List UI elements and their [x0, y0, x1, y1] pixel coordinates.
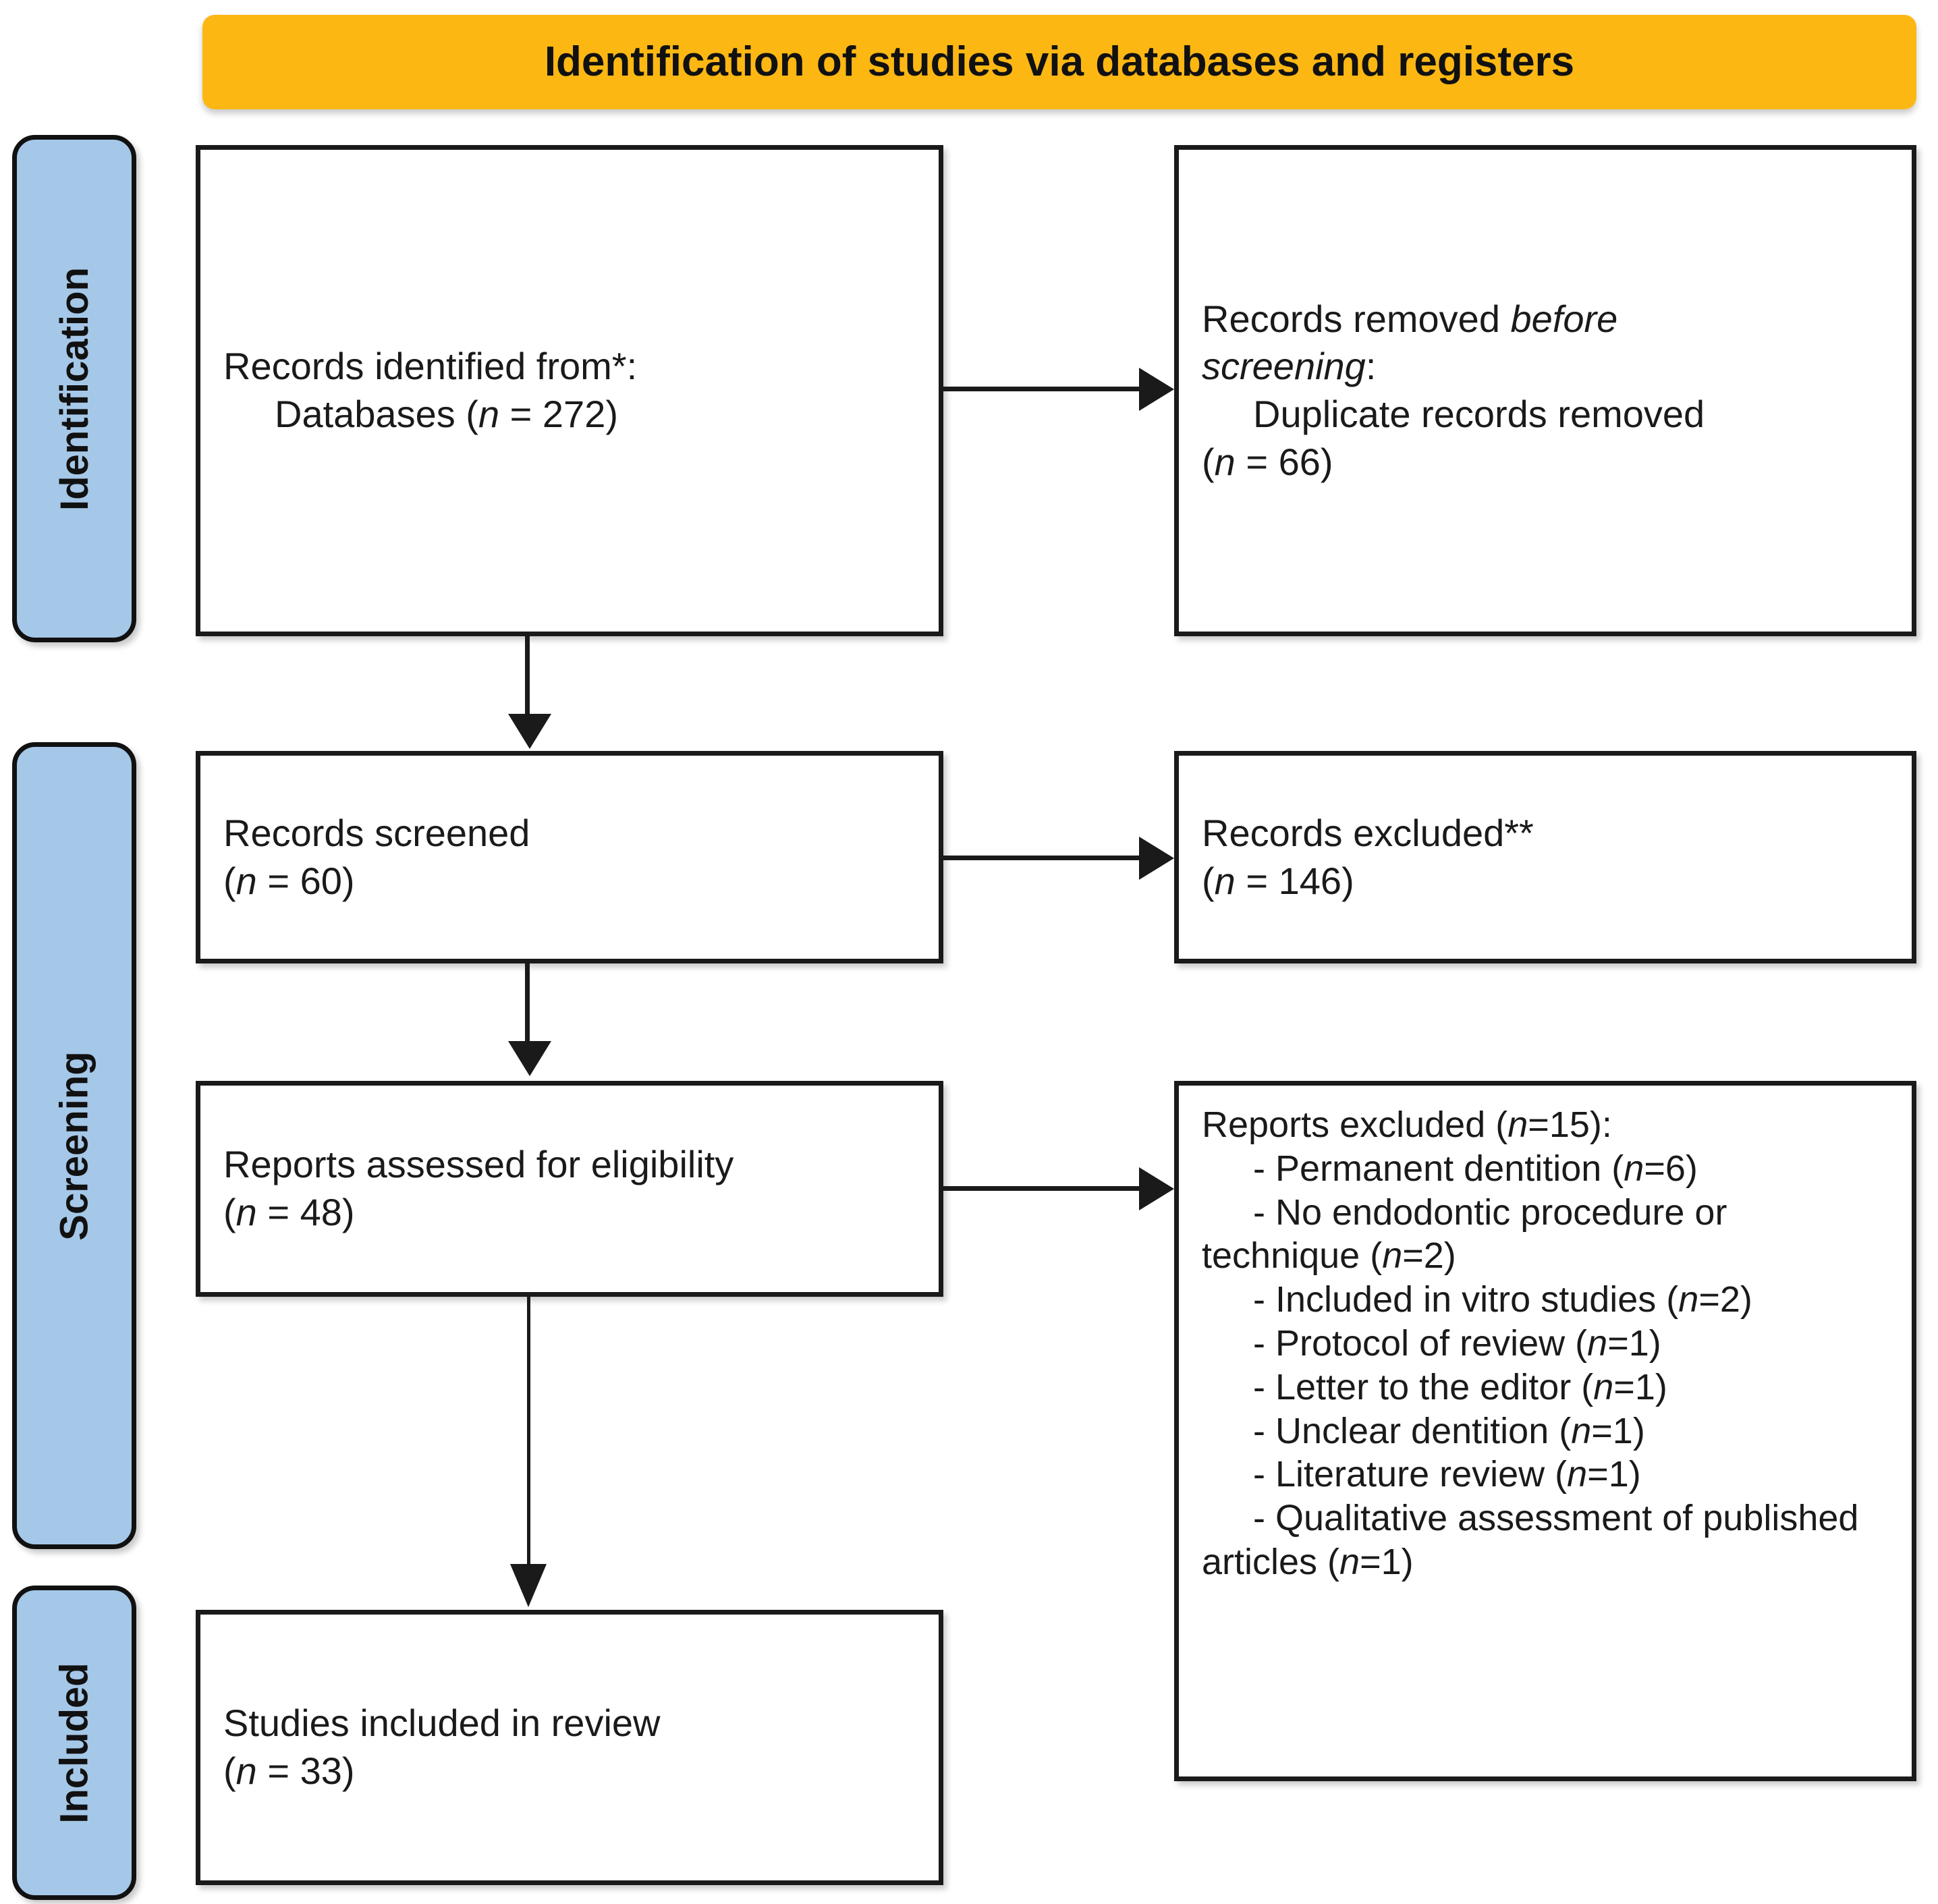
node-records-removed: Records removed before screening: Duplic… — [1174, 145, 1916, 636]
arrowhead-down-icon — [508, 1041, 551, 1076]
node-reports-assessed-eligibility-text: Reports assessed for eligibility (n = 48… — [200, 1141, 939, 1236]
reports-excluded-item-text: - Letter to the editor ( — [1253, 1366, 1594, 1407]
reports-excluded-item-italic: n — [1587, 1322, 1608, 1364]
reports-excluded-item-italic: n — [1567, 1454, 1588, 1495]
reports-excluded-item: - Permanent dentition (n=6) — [1202, 1147, 1889, 1191]
stage-tab-included: Included — [12, 1586, 136, 1900]
records-removed-line1-italic: before — [1510, 297, 1618, 340]
records-removed-line4-prefix: ( — [1202, 440, 1215, 483]
connector-eligibility-to-included — [527, 1297, 530, 1567]
records-excluded-line2-italic: n — [1214, 859, 1236, 902]
records-identified-line2-italic: n — [478, 393, 500, 435]
reports-excluded-item-italic: n — [1571, 1410, 1592, 1451]
records-removed-line2-suffix: : — [1365, 345, 1377, 388]
eligibility-line2-prefix: ( — [223, 1191, 236, 1233]
reports-excluded-item: - Included in vitro studies (n=2) — [1202, 1278, 1889, 1322]
reports-excluded-item-suffix: =6) — [1644, 1148, 1698, 1189]
studies-included-line2-italic: n — [236, 1749, 257, 1792]
reports-excluded-item-italic: n — [1624, 1148, 1644, 1189]
reports-excluded-item-text: - Protocol of review ( — [1253, 1322, 1588, 1364]
reports-excluded-item: - Unclear dentition (n=1) — [1202, 1409, 1889, 1453]
reports-excluded-item-suffix: =1) — [1607, 1322, 1661, 1364]
node-reports-assessed-eligibility: Reports assessed for eligibility (n = 48… — [196, 1081, 943, 1297]
records-removed-line2-italic: screening — [1202, 345, 1366, 388]
reports-excluded-item: - Protocol of review (n=1) — [1202, 1322, 1889, 1366]
node-records-excluded: Records excluded** (n = 146) — [1174, 751, 1916, 963]
connector-screened-to-eligibility — [525, 963, 530, 1043]
node-reports-excluded-text: Reports excluded (n=15): - Permanent den… — [1179, 1086, 1912, 1584]
records-removed-line1-prefix: Records removed — [1202, 297, 1511, 340]
records-removed-line3: Duplicate records removed — [1253, 393, 1705, 435]
reports-excluded-item: - Literature review (n=1) — [1202, 1453, 1889, 1496]
stage-tab-identification: Identification — [12, 135, 136, 642]
node-records-identified-text: Records identified from*: Databases (n =… — [200, 343, 939, 438]
studies-included-line2-prefix: ( — [223, 1749, 236, 1792]
eligibility-line2-suffix: = 48) — [256, 1191, 355, 1233]
reports-excluded-heading-prefix: Reports excluded ( — [1202, 1104, 1508, 1145]
reports-excluded-item-italic: n — [1382, 1235, 1403, 1277]
studies-included-line2-suffix: = 33) — [256, 1749, 355, 1792]
connector-eligibility-to-reports-excluded — [943, 1186, 1140, 1191]
connector-identified-to-removed — [943, 387, 1140, 391]
records-screened-line2-suffix: = 60) — [256, 859, 355, 902]
records-excluded-line2-prefix: ( — [1202, 859, 1215, 902]
node-reports-excluded: Reports excluded (n=15): - Permanent den… — [1174, 1081, 1916, 1781]
records-identified-line2-suffix: = 272) — [499, 393, 618, 435]
reports-excluded-item-text: - Literature review ( — [1253, 1454, 1568, 1495]
reports-excluded-item: - No endodontic procedure or technique (… — [1202, 1191, 1889, 1279]
node-records-screened: Records screened (n = 60) — [196, 751, 943, 963]
node-records-excluded-text: Records excluded** (n = 146) — [1179, 810, 1912, 905]
records-excluded-line1: Records excluded** — [1202, 811, 1534, 854]
reports-excluded-item-text: - Unclear dentition ( — [1253, 1410, 1572, 1451]
reports-excluded-item-text: - Included in vitro studies ( — [1253, 1279, 1679, 1320]
connector-screened-to-records-excluded — [943, 856, 1140, 860]
connector-identified-to-screened — [525, 636, 530, 716]
reports-excluded-item-suffix: =2) — [1698, 1279, 1752, 1320]
reports-excluded-heading-italic: n — [1507, 1104, 1528, 1145]
records-removed-line4-italic: n — [1214, 440, 1236, 483]
banner-title: Identification of studies via databases … — [544, 38, 1575, 85]
reports-excluded-item-suffix: =1) — [1613, 1366, 1667, 1407]
records-removed-line4-suffix: = 66) — [1235, 440, 1333, 483]
reports-excluded-item-suffix: =2) — [1402, 1235, 1456, 1277]
node-studies-included: Studies included in review (n = 33) — [196, 1610, 943, 1885]
reports-excluded-item-suffix: =1) — [1587, 1454, 1641, 1495]
eligibility-line1: Reports assessed for eligibility — [223, 1143, 734, 1186]
reports-excluded-item-suffix: =1) — [1360, 1541, 1414, 1582]
arrowhead-right-icon — [1139, 1167, 1174, 1210]
reports-excluded-item-text: - Permanent dentition ( — [1253, 1148, 1624, 1189]
eligibility-line2-italic: n — [236, 1191, 257, 1233]
arrowhead-right-icon — [1139, 837, 1174, 880]
node-studies-included-text: Studies included in review (n = 33) — [200, 1700, 939, 1795]
reports-excluded-item: - Letter to the editor (n=1) — [1202, 1366, 1889, 1409]
reports-excluded-item-italic: n — [1339, 1541, 1360, 1582]
reports-excluded-item-italic: n — [1678, 1279, 1699, 1320]
arrowhead-down-icon — [508, 714, 551, 749]
reports-excluded-item-text: - Qualitative assessment of published ar… — [1202, 1498, 1859, 1582]
node-records-removed-text: Records removed before screening: Duplic… — [1179, 296, 1912, 486]
reports-excluded-item-text: - No endodontic procedure or technique ( — [1202, 1192, 1727, 1277]
stage-label-included: Included — [52, 1662, 96, 1824]
records-identified-line1: Records identified from*: — [223, 345, 638, 388]
stage-label-screening: Screening — [52, 1051, 96, 1241]
reports-excluded-heading-suffix: =15): — [1528, 1104, 1612, 1145]
reports-excluded-item-suffix: =1) — [1591, 1410, 1645, 1451]
banner-identification-header: Identification of studies via databases … — [202, 15, 1916, 109]
arrowhead-right-icon — [1139, 368, 1174, 411]
records-screened-line2-italic: n — [236, 859, 257, 902]
studies-included-line1: Studies included in review — [223, 1702, 661, 1745]
reports-excluded-item-italic: n — [1593, 1366, 1614, 1407]
stage-tab-screening: Screening — [12, 742, 136, 1549]
arrowhead-down-icon — [510, 1564, 547, 1607]
node-records-screened-text: Records screened (n = 60) — [200, 810, 939, 905]
records-excluded-line2-suffix: = 146) — [1235, 859, 1354, 902]
records-screened-line1: Records screened — [223, 811, 530, 854]
records-identified-line2-prefix: Databases ( — [275, 393, 478, 435]
reports-excluded-item: - Qualitative assessment of published ar… — [1202, 1496, 1889, 1584]
records-screened-line2-prefix: ( — [223, 859, 236, 902]
stage-label-identification: Identification — [52, 267, 96, 511]
node-records-identified: Records identified from*: Databases (n =… — [196, 145, 943, 636]
